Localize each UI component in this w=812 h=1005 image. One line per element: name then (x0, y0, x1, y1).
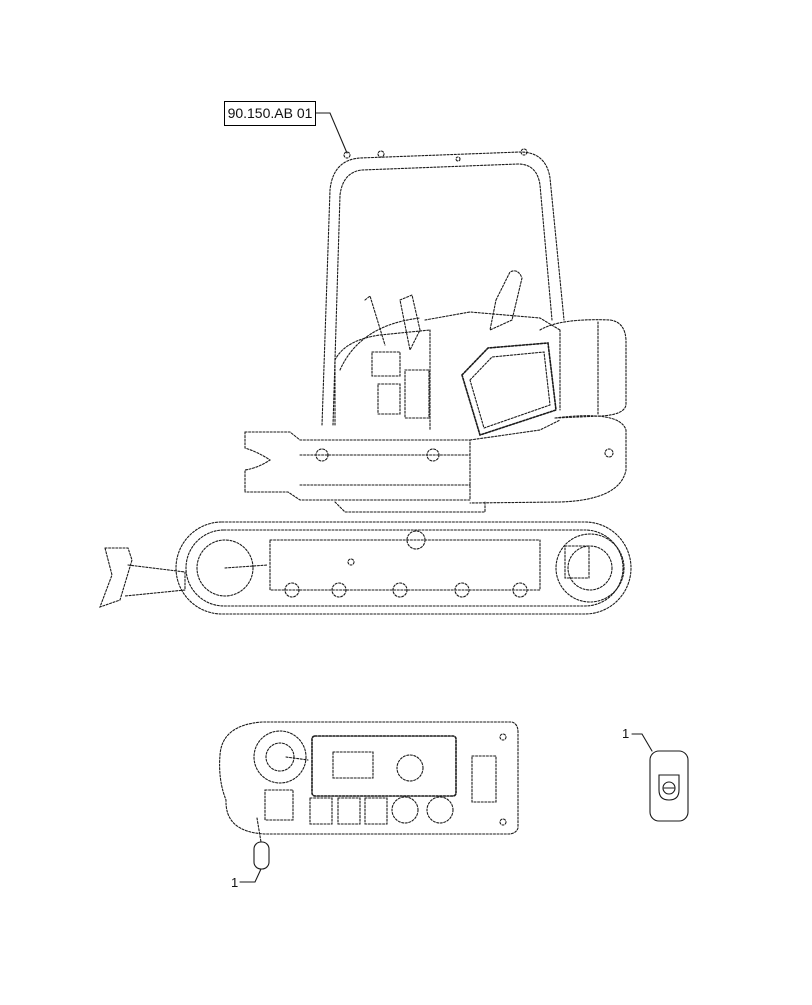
operator-seat (339, 270, 561, 371)
rops-frame (321, 148, 565, 426)
dozer-blade (99, 547, 186, 608)
operator-platform (334, 329, 557, 437)
control-panel (219, 721, 519, 835)
callout-number: 1 (622, 726, 630, 741)
decal-detail (631, 733, 689, 822)
panel-decal (239, 817, 270, 883)
upper-structure (244, 419, 561, 513)
crawler-track (175, 521, 632, 615)
reference-leader (315, 112, 348, 154)
reference-label: 90.150.AB 01 (224, 101, 316, 126)
callout-number: 1 (231, 875, 239, 890)
engine-hood (469, 319, 627, 504)
